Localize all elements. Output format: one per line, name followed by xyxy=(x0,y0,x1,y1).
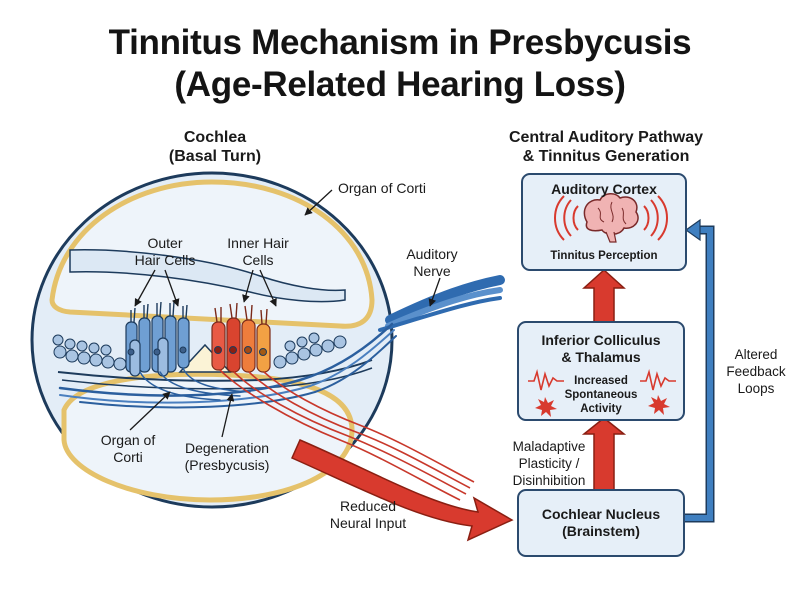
pathway-heading: Central Auditory Pathway & Tinnitus Gene… xyxy=(488,128,724,166)
degeneration-line-1: Degeneration xyxy=(184,440,270,456)
inner-hair-cells-label: Inner Hair Cells xyxy=(208,235,308,269)
title-line-1: Tinnitus Mechanism in Presbycusis xyxy=(108,23,692,62)
title-line-2: (Age-Related Hearing Loss) xyxy=(174,65,626,104)
feedback-loop-arrow xyxy=(683,225,715,523)
activity-line-1: Increased xyxy=(574,375,628,387)
cochlea-pointer-lines xyxy=(129,189,441,438)
zigzag-signal-icon xyxy=(528,369,676,391)
cochlea-heading-line-1: Cochlea xyxy=(183,129,247,146)
damaged-nerve-fibers xyxy=(219,369,475,501)
reduced-input-label: Reduced Neural Input xyxy=(318,498,418,532)
outer-hair-cells-line-2: Hair Cells xyxy=(134,252,196,268)
tinnitus-perception-label: Tinnitus Perception xyxy=(550,250,658,262)
inner-hair-cells-line-1: Inner Hair xyxy=(227,235,289,251)
cochlear-nucleus-title: Cochlear Nucleus (Brainstem) xyxy=(518,506,684,540)
degeneration-line-2: (Presbycusis) xyxy=(184,457,270,473)
feedback-line-3: Loops xyxy=(737,381,775,396)
activity-line-2: Spontaneous xyxy=(564,389,638,401)
feedback-arrowhead xyxy=(684,218,701,242)
arrow-colliculus-to-cortex xyxy=(582,268,626,323)
activity-line-3: Activity xyxy=(580,403,622,415)
colliculus-line-1: Inferior Colliculus xyxy=(541,332,661,348)
feedback-line-1: Altered xyxy=(734,347,778,362)
basilar-membrane xyxy=(57,359,373,382)
basilar-membrane-lower xyxy=(61,367,373,390)
outer-hair-cell-stereocilia xyxy=(130,301,188,323)
plasticity-line-2: Plasticity / xyxy=(518,456,580,471)
central-pathway xyxy=(517,173,715,557)
organ-of-corti-top-label: Organ of Corti xyxy=(338,180,426,196)
plasticity-line-1: Maladaptive xyxy=(512,439,586,454)
sound-wave-icon xyxy=(554,195,668,241)
colliculus-box xyxy=(517,321,685,421)
nucleus-line-1: Cochlear Nucleus xyxy=(541,506,661,522)
auditory-nerve-line-1: Auditory xyxy=(406,246,458,262)
cochlea-diagram xyxy=(30,171,514,542)
pathway-heading-line-2: & Tinnitus Generation xyxy=(522,148,690,165)
feedback-loops-label: Altered Feedback Loops xyxy=(718,346,794,397)
feedback-line-2: Feedback xyxy=(726,364,786,379)
auditory-nerve-fibers xyxy=(58,275,505,409)
inner-hair-cells-line-2: Cells xyxy=(242,252,274,268)
increased-activity-label: Increased Spontaneous Activity xyxy=(560,374,642,416)
cochlea-heading: Cochlea (Basal Turn) xyxy=(150,128,280,166)
reduced-input-arrow xyxy=(291,439,514,542)
inner-hair-cells xyxy=(211,317,271,373)
tectorial-membrane xyxy=(69,249,346,303)
organ-of-corti-bottom-label: Organ of Corti xyxy=(88,432,168,466)
inner-hair-cell-stereocilia xyxy=(214,302,268,325)
plasticity-label: Maladaptive Plasticity / Disinhibition xyxy=(494,438,604,489)
auditory-cortex-title: Auditory Cortex xyxy=(551,181,657,197)
page-title: Tinnitus Mechanism in Presbycusis (Age-R… xyxy=(0,22,800,106)
reduced-input-line-1: Reduced xyxy=(339,498,397,514)
outer-hair-cells xyxy=(125,315,190,377)
outer-hair-cells-line-1: Outer xyxy=(147,235,183,251)
auditory-nerve-line-2: Nerve xyxy=(413,263,451,279)
hair-cell-nuclei xyxy=(127,346,267,356)
plasticity-line-3: Disinhibition xyxy=(512,473,586,488)
reduced-input-line-2: Neural Input xyxy=(329,515,407,531)
pathway-heading-line-1: Central Auditory Pathway xyxy=(508,129,704,146)
degeneration-label: Degeneration (Presbycusis) xyxy=(172,440,282,474)
cochlea-heading-line-2: (Basal Turn) xyxy=(168,148,262,165)
organ-of-corti-bottom-line-2: Corti xyxy=(113,449,143,465)
colliculus-line-2: & Thalamus xyxy=(561,349,641,365)
supporting-cells xyxy=(52,332,347,371)
burst-icon xyxy=(535,395,670,417)
organ-of-corti-bottom-line-1: Organ of xyxy=(100,432,156,448)
colliculus-title: Inferior Colliculus & Thalamus xyxy=(518,332,684,366)
outer-hair-cells-label: Outer Hair Cells xyxy=(115,235,215,269)
cochlear-nucleus-box xyxy=(517,489,685,557)
nucleus-line-2: (Brainstem) xyxy=(562,523,640,539)
auditory-nerve-label: Auditory Nerve xyxy=(392,246,472,280)
brain-icon xyxy=(583,193,639,243)
arrow-nucleus-to-colliculus xyxy=(581,417,627,491)
